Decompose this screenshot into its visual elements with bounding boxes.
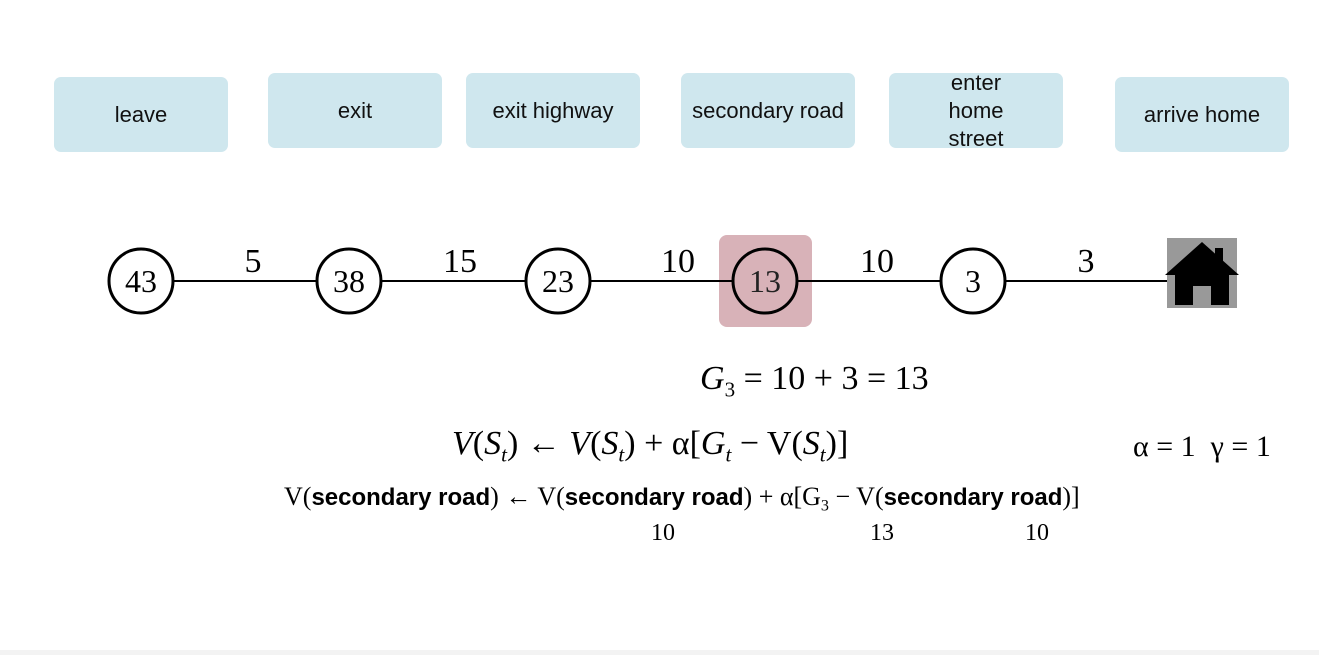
- instance-equation: V(secondary road) ← V(secondary road) + …: [284, 482, 1080, 515]
- edge-cost-label: 3: [1078, 243, 1095, 280]
- state-name: secondary road: [883, 484, 1063, 511]
- update-arrow: ←: [526, 425, 561, 462]
- state-symbol: S: [802, 425, 820, 462]
- return-symbol: G: [700, 360, 725, 397]
- state-value: 3: [965, 263, 981, 299]
- state-node: [107, 247, 175, 315]
- time-subscript: t: [725, 442, 732, 467]
- time-subscript: t: [819, 442, 826, 467]
- minus-value: − V(: [828, 482, 884, 511]
- return-subscript: 3: [724, 377, 736, 402]
- segment-box-secondary-road: secondary road: [681, 73, 855, 148]
- segment-box-leave: leave: [54, 77, 228, 152]
- house-icon: [1165, 238, 1239, 308]
- state-value: 38: [333, 263, 365, 299]
- segment-box-exit: exit: [268, 73, 442, 148]
- edge-cost-label: 15: [443, 243, 477, 280]
- time-subscript: t: [501, 442, 507, 467]
- parameters: α = 1 γ = 1: [1133, 430, 1271, 464]
- edge-cost-label: 10: [860, 243, 894, 280]
- segment-label: arrive home: [1143, 101, 1261, 127]
- return-subscript: 3: [820, 497, 829, 515]
- state-node-highlighted: [731, 247, 799, 315]
- state-node: [315, 247, 383, 315]
- state-value: 13: [749, 263, 781, 299]
- time-subscript: t: [618, 442, 625, 467]
- state-value: 23: [542, 263, 574, 299]
- segment-box-enter-home-street: enter home street: [889, 70, 1063, 151]
- edge-cost-label: 5: [245, 243, 262, 280]
- under-value: 10: [651, 520, 675, 546]
- value-fn-open: V(: [284, 482, 312, 511]
- edge-cost-label: 10: [661, 243, 695, 280]
- alpha-term: ) + α[G: [743, 482, 821, 511]
- segment-label: leave: [114, 101, 168, 127]
- state-name: secondary road: [564, 484, 744, 511]
- update-arrow-part: ) ← V(: [490, 482, 565, 511]
- segment-label: exit: [337, 97, 373, 123]
- return-equation: G3 = 10 + 3 = 13: [700, 360, 929, 402]
- state-name: secondary road: [311, 484, 491, 511]
- gamma-param: γ = 1: [1210, 430, 1271, 463]
- td-update-rule: V(St) ← V(St) + α[Gt − V(St)]: [452, 425, 849, 467]
- bottom-divider: [0, 650, 1319, 655]
- value-fn: V: [452, 425, 473, 462]
- segment-label: exit highway: [492, 97, 614, 123]
- under-value: 10: [1025, 520, 1049, 546]
- return-symbol: G: [700, 425, 726, 462]
- state-node: [939, 247, 1007, 315]
- under-value: 13: [870, 520, 894, 546]
- segment-box-arrive-home: arrive home: [1115, 77, 1289, 152]
- alpha-term: + α[: [644, 425, 701, 462]
- minus-value: − V: [739, 425, 792, 462]
- state-symbol: S: [601, 425, 619, 462]
- segment-box-exit-highway: exit highway: [466, 73, 640, 148]
- return-expression: = 10 + 3 = 13: [743, 360, 929, 397]
- state-node: [524, 247, 592, 315]
- alpha-param: α = 1: [1133, 430, 1196, 463]
- state-symbol: S: [484, 425, 502, 462]
- segment-label: secondary road: [692, 97, 844, 123]
- segment-label: enter home street: [948, 69, 1004, 151]
- closing-bracket: )]: [825, 425, 849, 462]
- closing-bracket: )]: [1062, 482, 1080, 511]
- value-fn: V: [569, 425, 591, 462]
- state-value: 43: [125, 263, 157, 299]
